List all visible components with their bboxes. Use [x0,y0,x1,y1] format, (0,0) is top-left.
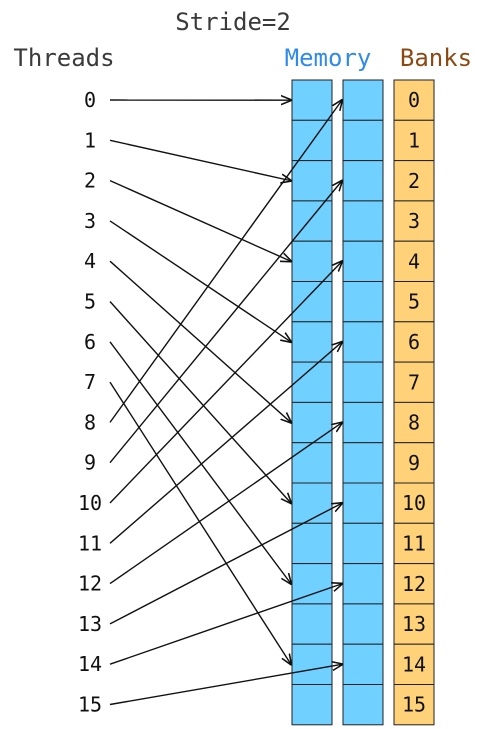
memory-cell [342,603,384,645]
bank-label: 4 [408,249,420,273]
memory-cell [342,563,384,605]
bank-label: 12 [402,572,426,596]
memory-cell [342,522,384,565]
memory-cell [342,442,384,484]
memory-header: Memory [285,44,372,72]
memory-cell [342,160,384,202]
thread-label: 9 [84,451,96,475]
memory-cell [291,442,333,484]
thread-label: 1 [84,128,96,152]
bank-cell [393,563,435,605]
memory-cell [342,321,384,363]
memory-cell [342,79,384,121]
memory-cell [342,240,384,282]
bank-cell [393,321,435,363]
bank-label: 10 [402,491,426,515]
threads-header: Threads [13,44,114,72]
thread-label: 14 [78,652,102,676]
bank-cell [393,482,435,524]
thread-arrow [109,341,291,584]
memory-cell [291,160,333,202]
thread-label: 4 [84,249,96,273]
thread-arrow [109,261,342,504]
memory-cell [291,321,333,363]
thread-arrow [109,181,342,464]
memory-cell [291,643,333,686]
memory-cell [291,603,333,645]
thread-arrow [109,381,291,664]
thread-label: 11 [78,531,102,555]
bank-cell [393,603,435,645]
bank-label: 8 [408,411,420,435]
memory-cell [291,482,333,524]
memory-cell [342,361,384,403]
bank-label: 13 [402,612,426,636]
memory-cell [342,684,384,726]
thread-label: 15 [78,693,102,717]
bank-label: 2 [408,169,420,193]
memory-cell [291,522,333,565]
bank-label: 9 [408,451,420,475]
memory-columns [291,79,384,726]
thread-label: 10 [78,491,102,515]
thread-label: 2 [84,169,96,193]
memory-cell [342,643,384,686]
memory-cell [291,401,333,444]
thread-arrow [109,100,342,423]
memory-cell [342,281,384,323]
bank-label: 6 [408,330,420,354]
thread-arrow [109,503,342,625]
memory-cell [291,240,333,282]
thread-label: 7 [84,370,96,394]
thread-label: 3 [84,209,96,233]
thread-label: 6 [84,330,96,354]
bank-label: 15 [402,693,426,717]
diagram-title: Stride=2 [175,8,291,36]
bank-cell [393,160,435,202]
thread-label: 5 [84,290,96,314]
memory-cell [342,401,384,444]
memory-cell [291,119,333,162]
bank-label: 1 [408,128,420,152]
thread-arrow [109,139,291,180]
bank-cell [393,401,435,444]
thread-label: 8 [84,410,96,434]
bank-label: 11 [402,531,426,555]
bank-cell [393,361,435,403]
thread-label: 12 [78,572,102,596]
bank-label: 5 [408,290,420,314]
thread-label: 13 [78,612,102,636]
thread-arrow [109,220,291,342]
thread-arrow [109,301,291,504]
thread-arrow [109,664,342,706]
bank-label: 7 [408,370,420,394]
thread-arrow [109,260,291,422]
memory-cell [342,482,384,524]
bank-cell [393,240,435,282]
memory-cell [342,119,384,162]
memory-cell [342,200,384,242]
memory-cell [291,79,333,121]
banks-header: Banks [400,44,472,72]
memory-cell [291,684,333,726]
thread-arrows [109,100,342,706]
bank-cell [393,79,435,121]
thread-arrow [109,584,342,665]
memory-cell [291,563,333,605]
thread-arrow [109,342,342,544]
bank-label: 14 [402,652,426,676]
bank-label: 0 [408,88,420,112]
thread-label: 0 [84,88,96,112]
thread-arrow [109,423,342,585]
bank-cell [393,684,435,726]
thread-arrow [109,179,291,262]
bank-label: 3 [408,209,420,233]
bank-cell [393,643,435,686]
memory-cell [291,281,333,323]
